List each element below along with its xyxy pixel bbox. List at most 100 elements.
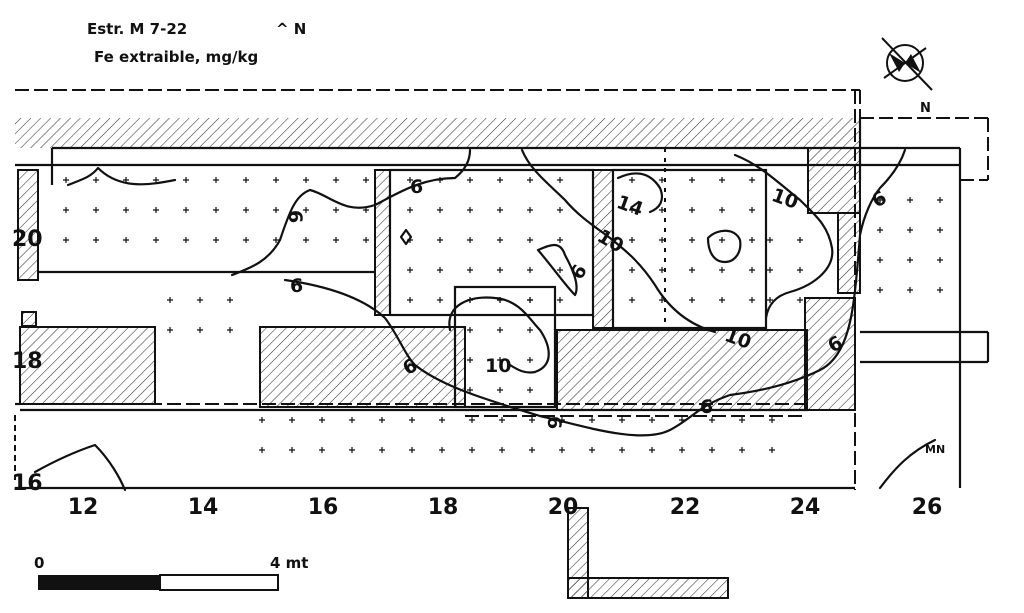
- grid-point-marker: [937, 227, 943, 233]
- grid-point-marker: [63, 177, 69, 183]
- grid-point-marker: [499, 447, 505, 453]
- grid-point-marker: [749, 177, 755, 183]
- grid-point-marker: [659, 297, 665, 303]
- grid-point-marker: [689, 297, 695, 303]
- grid-point-marker: [797, 297, 803, 303]
- grid-point-marker: [333, 237, 339, 243]
- grid-point-marker: [937, 287, 943, 293]
- map-title: Estr. M 7-22: [87, 20, 188, 38]
- grid-point-marker: [559, 447, 565, 453]
- grid-point-marker: [349, 417, 355, 423]
- x-tick-label: 24: [790, 495, 821, 520]
- grid-point-marker: [243, 237, 249, 243]
- hatched-walls: [15, 118, 861, 599]
- contour-line-10-alcove: [448, 296, 550, 374]
- wall-block-sw: [19, 326, 156, 405]
- wall-stub: [21, 311, 37, 327]
- grid-point-marker: [497, 387, 503, 393]
- y-tick-label: 20: [12, 227, 43, 252]
- grid-point-marker: [167, 327, 173, 333]
- grid-point-marker: [557, 237, 563, 243]
- x-axis: 12 14 16 18 20 22 24 26: [68, 495, 943, 520]
- grid-point-marker: [557, 207, 563, 213]
- grid-point-marker: [937, 257, 943, 263]
- grid-point-marker: [767, 237, 773, 243]
- wall-block-south-east: [556, 329, 808, 411]
- grid-point-marker: [153, 207, 159, 213]
- grid-point-marker: [877, 257, 883, 263]
- grid-point-marker: [407, 297, 413, 303]
- wall-corner-horizontal: [567, 577, 729, 599]
- north-indicator-label: ^ N: [276, 20, 307, 38]
- grid-point-marker: [319, 447, 325, 453]
- scale-bar-start-label: 0: [34, 554, 44, 572]
- grid-point-marker: [243, 207, 249, 213]
- contour-label-10: 10: [769, 184, 801, 214]
- grid-point-marker: [769, 417, 775, 423]
- grid-point-marker: [797, 237, 803, 243]
- contour-label-6: 6: [868, 187, 890, 213]
- grid-point-marker: [243, 177, 249, 183]
- grid-point-marker: [227, 297, 233, 303]
- compass-north-label: N: [920, 101, 931, 116]
- grid-point-marker: [467, 387, 473, 393]
- y-tick-label: 18: [12, 349, 43, 374]
- grid-point-marker: [527, 387, 533, 393]
- x-tick-label: 26: [912, 495, 943, 520]
- grid-point-marker: [379, 417, 385, 423]
- room-center: [388, 168, 595, 317]
- grid-point-marker: [167, 297, 173, 303]
- grid-point-marker: [467, 327, 473, 333]
- grid-point-marker: [527, 327, 533, 333]
- grid-point-marker: [719, 177, 725, 183]
- grid-point-marker: [439, 447, 445, 453]
- grid-point-marker: [497, 237, 503, 243]
- contour-line-14-peak: [706, 229, 742, 264]
- x-tick-label: 18: [428, 495, 459, 520]
- grid-point-marker: [749, 207, 755, 213]
- grid-point-marker: [273, 237, 279, 243]
- grid-point-marker: [497, 267, 503, 273]
- grid-point-marker: [363, 237, 369, 243]
- grid-point-marker: [497, 207, 503, 213]
- grid-point-marker: [749, 267, 755, 273]
- x-tick-label: 14: [188, 495, 219, 520]
- grid-point-marker: [527, 207, 533, 213]
- room-alcove: [453, 285, 557, 409]
- grid-point-marker: [467, 207, 473, 213]
- grid-point-marker: [739, 417, 745, 423]
- grid-point-marker: [407, 267, 413, 273]
- grid-point-marker: [589, 447, 595, 453]
- grid-point-marker: [629, 297, 635, 303]
- grid-point-marker: [719, 267, 725, 273]
- grid-point-marker: [527, 177, 533, 183]
- scale-bar-empty-segment: [159, 574, 279, 591]
- grid-point-marker: [877, 197, 883, 203]
- contour-line-6-west: [66, 148, 472, 277]
- grid-point-marker: [319, 417, 325, 423]
- grid-point-marker: [227, 327, 233, 333]
- contour-marker-diamond: [399, 228, 413, 246]
- grid-point-marker: [527, 357, 533, 363]
- grid-point-marker: [93, 207, 99, 213]
- corner-mark: MN: [925, 443, 945, 456]
- y-axis: 20 18 16: [12, 227, 43, 496]
- grid-point-marker: [467, 177, 473, 183]
- wall-block-south-center: [259, 326, 466, 408]
- grid-point-marker: [437, 267, 443, 273]
- x-tick-label: 20: [548, 495, 579, 520]
- scale-bar-filled-segment: [38, 575, 160, 590]
- grid-point-marker: [153, 237, 159, 243]
- contour-line-6-pocket: [536, 243, 578, 297]
- grid-point-marker: [183, 177, 189, 183]
- grid-point-marker: [153, 177, 159, 183]
- grid-point-marker: [557, 177, 563, 183]
- grid-point-marker: [689, 177, 695, 183]
- north-compass-icon: [881, 37, 933, 91]
- contour-label-6: 6: [700, 396, 713, 418]
- grid-point-marker: [659, 207, 665, 213]
- grid-point-marker: [767, 297, 773, 303]
- grid-point-marker: [409, 447, 415, 453]
- grid-point-marker: [497, 177, 503, 183]
